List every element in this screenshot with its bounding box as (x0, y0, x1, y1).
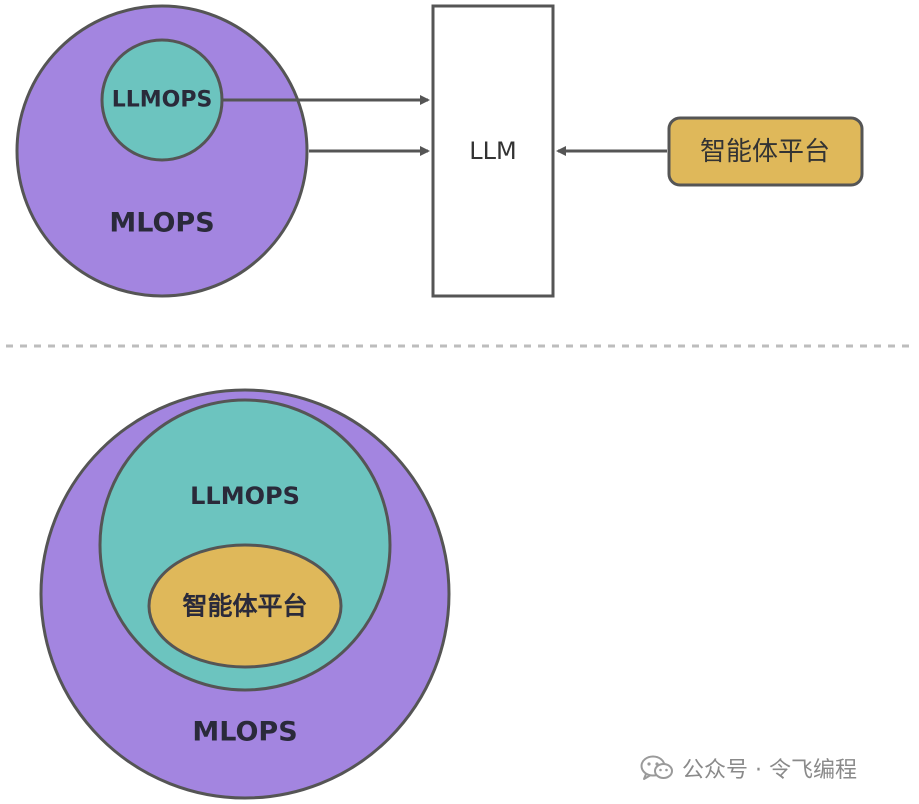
llm-label: LLM (469, 137, 516, 165)
watermark-text: 公众号 · 令飞编程 (682, 758, 857, 783)
wechat-icon (640, 755, 673, 780)
platform-label: 智能体平台 (700, 137, 830, 167)
bottom-diagram: LLMOPS 智能体平台 MLOPS (39, 388, 451, 800)
top-mlops-label: MLOPS (109, 208, 214, 239)
platform-box (667, 116, 864, 187)
bottom-platform-label: 智能体平台 (182, 592, 307, 621)
bottom-mlops-label: MLOPS (192, 717, 297, 748)
top-llmops-label: LLMOPS (112, 88, 213, 113)
watermark: 公众号 · 令飞编程 (640, 750, 857, 786)
top-diagram: LLMOPS MLOPS LLM 智能体平台 (15, 4, 864, 298)
bottom-platform-ellipse (147, 543, 343, 669)
llm-box (431, 4, 555, 298)
bottom-llmops-label: LLMOPS (190, 482, 300, 510)
